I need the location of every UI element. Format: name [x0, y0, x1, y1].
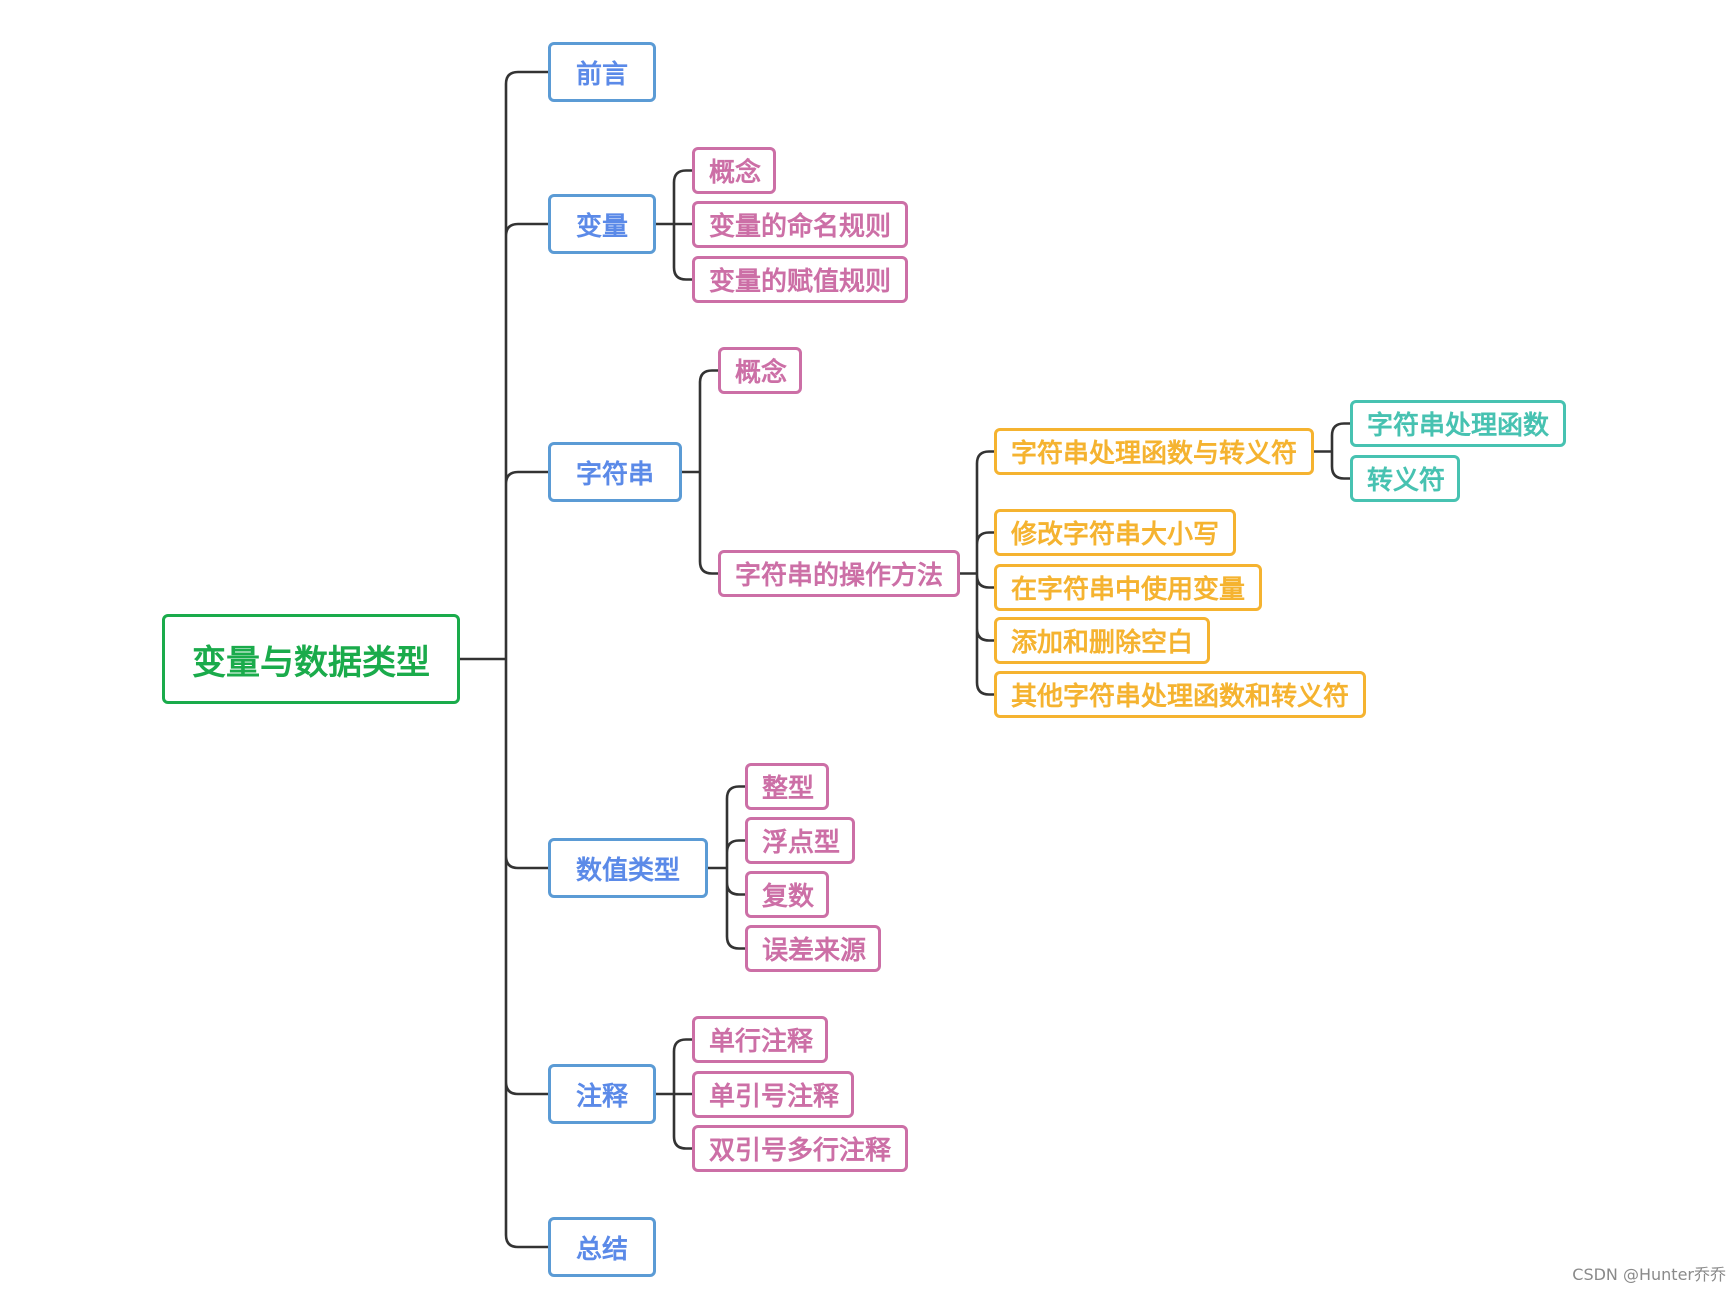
- connector-node-string-methods: [960, 450, 994, 696]
- node-string-process-escape[interactable]: 字符串处理函数与转义符: [994, 428, 1314, 475]
- node-summary[interactable]: 总结: [548, 1217, 656, 1277]
- node-variable[interactable]: 变量: [548, 194, 656, 254]
- node-single-quote-comment[interactable]: 单引号注释: [692, 1071, 854, 1118]
- node-comment[interactable]: 注释: [548, 1064, 656, 1124]
- node-use-variable-in-string[interactable]: 在字符串中使用变量: [994, 564, 1262, 611]
- node-variable-concept[interactable]: 概念: [692, 147, 776, 194]
- connector-node-comment: [656, 1038, 692, 1150]
- node-float[interactable]: 浮点型: [745, 817, 855, 864]
- node-preface[interactable]: 前言: [548, 42, 656, 102]
- node-complex[interactable]: 复数: [745, 871, 829, 918]
- node-error-source[interactable]: 误差来源: [745, 925, 881, 972]
- node-variable-assignment-rules[interactable]: 变量的赋值规则: [692, 256, 908, 303]
- connector-node-string-process-escape: [1314, 422, 1350, 480]
- node-triple-quote-comment[interactable]: 双引号多行注释: [692, 1125, 908, 1172]
- node-string-concept[interactable]: 概念: [718, 347, 802, 394]
- root-node[interactable]: 变量与数据类型: [162, 614, 460, 704]
- node-escape-chars[interactable]: 转义符: [1350, 455, 1460, 502]
- connector-node-string: [682, 369, 718, 575]
- node-string-functions[interactable]: 字符串处理函数: [1350, 400, 1566, 447]
- connector-root-node: [460, 70, 548, 1249]
- connector-node-variable: [656, 169, 692, 281]
- node-add-remove-whitespace[interactable]: 添加和删除空白: [994, 617, 1210, 664]
- node-change-case[interactable]: 修改字符串大小写: [994, 509, 1236, 556]
- watermark: CSDN @Hunter乔乔: [1572, 1265, 1726, 1284]
- node-other-functions-escape[interactable]: 其他字符串处理函数和转义符: [994, 671, 1366, 718]
- node-integer[interactable]: 整型: [745, 763, 829, 810]
- node-numeric[interactable]: 数值类型: [548, 838, 708, 898]
- node-variable-naming-rules[interactable]: 变量的命名规则: [692, 201, 908, 248]
- connector-node-numeric: [708, 785, 745, 950]
- node-single-line-comment[interactable]: 单行注释: [692, 1016, 828, 1063]
- node-string-methods[interactable]: 字符串的操作方法: [718, 550, 960, 597]
- node-string[interactable]: 字符串: [548, 442, 682, 502]
